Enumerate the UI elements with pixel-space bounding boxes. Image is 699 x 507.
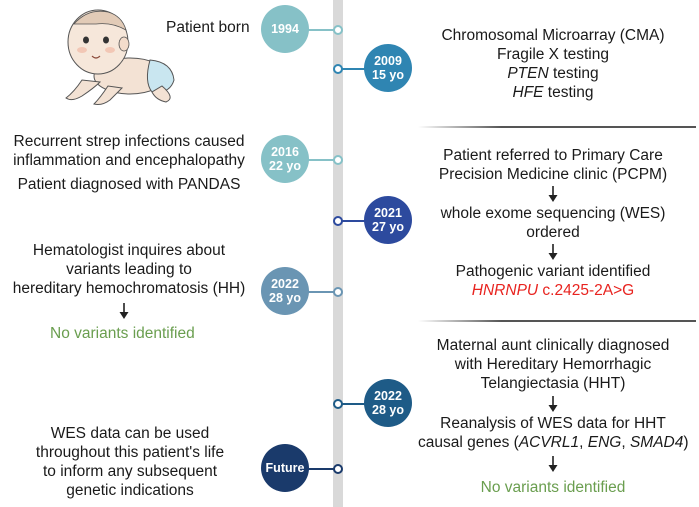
badge-year: 2016 — [271, 145, 299, 159]
badge-year: 1994 — [271, 22, 299, 36]
event-line: Patient born — [166, 19, 250, 36]
event-2022-right-text: Maternal aunt clinically diagnosed with … — [418, 336, 688, 393]
arrow-down-icon — [548, 244, 558, 260]
event-line: Pathogenic variant identified — [455, 263, 651, 280]
event-line: HFE testing — [512, 84, 594, 101]
badge-year: Future — [265, 461, 305, 475]
event-2016-text: Recurrent strep infections caused inflam… — [0, 132, 258, 194]
badge-year: 2022 — [374, 389, 402, 403]
gene-name: ENG — [587, 434, 622, 451]
connector-2009 — [338, 68, 368, 70]
event-line: Precision Medicine clinic (PCPM) — [438, 166, 668, 183]
connector-future — [300, 468, 338, 470]
variant-line: HNRNPU c.2425-2A>G — [418, 281, 688, 300]
event-1994-text: Patient born — [166, 18, 250, 37]
year-badge-2022-left: 2022 28 yo — [261, 267, 309, 315]
timeline-node-2016 — [333, 155, 343, 165]
arrow-down-icon — [119, 303, 129, 319]
genes-prefix: causal genes ( — [418, 434, 519, 451]
event-line: with Hereditary Hemorrhagic — [454, 356, 652, 373]
badge-age: 28 yo — [269, 291, 301, 305]
section-divider — [418, 320, 696, 322]
gene-name: PTEN — [507, 65, 549, 82]
timeline-node-2021 — [333, 216, 343, 226]
event-line: throughout this patient's life — [35, 444, 225, 461]
event-2022-right-result: No variants identified — [418, 478, 688, 497]
result-text: No variants identified — [50, 325, 195, 342]
year-badge-2009: 2009 15 yo — [364, 44, 412, 92]
year-badge-future: Future — [261, 444, 309, 492]
arrow-down-icon — [548, 456, 558, 472]
connector-2016 — [300, 159, 338, 161]
badge-year: 2021 — [374, 206, 402, 220]
event-2022-left-text: Hematologist inquires about variants lea… — [2, 241, 256, 298]
timeline-node-future — [333, 464, 343, 474]
gene-name: ACVRL1 — [518, 434, 580, 451]
arrow-down-icon — [548, 186, 558, 202]
badge-age: 28 yo — [372, 403, 404, 417]
event-line: to inform any subsequent — [42, 463, 218, 480]
badge-year: 2022 — [271, 277, 299, 291]
timeline-node-1994 — [333, 25, 343, 35]
gene-name: SMAD4 — [629, 434, 684, 451]
event-line: Chromosomal Microarray (CMA) — [441, 27, 665, 44]
event-line: variants leading to — [66, 261, 192, 278]
event-line: Maternal aunt clinically diagnosed — [436, 337, 670, 354]
timeline-axis — [333, 0, 343, 507]
event-2022-left-result: No variants identified — [50, 324, 195, 343]
event-line: genetic indications — [66, 482, 194, 499]
event-line: hereditary hemochromatosis (HH) — [12, 280, 246, 297]
event-2021-wes: whole exome sequencing (WES) ordered — [418, 204, 688, 242]
event-line: causal genes (ACVRL1, ENG, SMAD4) — [418, 434, 689, 451]
result-text: No variants identified — [480, 479, 626, 496]
connector-2022-right — [338, 403, 368, 405]
event-2022-right-reanalysis: Reanalysis of WES data for HHT causal ge… — [418, 414, 689, 452]
event-line: PTEN testing — [507, 65, 599, 82]
gene-name: HFE — [512, 84, 544, 101]
baby-illustration — [65, 9, 175, 105]
event-line: Telangiectasia (HHT) — [480, 375, 626, 392]
section-divider — [418, 126, 696, 128]
connector-2022-left — [300, 291, 338, 293]
variant-gene: HNRNPU — [471, 282, 539, 299]
event-line: ordered — [526, 224, 580, 241]
badge-year: 2009 — [374, 54, 402, 68]
connector-2021 — [338, 220, 368, 222]
event-line: Reanalysis of WES data for HHT — [440, 415, 666, 432]
connector-1994 — [300, 29, 338, 31]
badge-age: 22 yo — [269, 159, 301, 173]
event-2009-text: Chromosomal Microarray (CMA) Fragile X t… — [418, 26, 688, 102]
event-future-text: WES data can be used throughout this pat… — [4, 424, 256, 500]
year-badge-2016: 2016 22 yo — [261, 135, 309, 183]
event-line: inflammation and encephalopathy — [13, 152, 245, 169]
year-badge-1994: 1994 — [261, 5, 309, 53]
badge-age: 27 yo — [372, 220, 404, 234]
variant-change: c.2425-2A>G — [542, 282, 635, 299]
event-line: Recurrent strep infections caused — [13, 133, 245, 150]
timeline-node-2022-left — [333, 287, 343, 297]
event-line: WES data can be used — [50, 425, 210, 442]
event-line: whole exome sequencing (WES) — [440, 205, 666, 222]
event-2021-result: Pathogenic variant identified HNRNPU c.2… — [418, 262, 688, 300]
event-line: Hematologist inquires about — [32, 242, 226, 259]
event-line: Fragile X testing — [497, 46, 609, 63]
year-badge-2022-right: 2022 28 yo — [364, 379, 412, 427]
event-2021-text: Patient referred to Primary Care Precisi… — [418, 146, 688, 184]
year-badge-2021: 2021 27 yo — [364, 196, 412, 244]
timeline-node-2022-right — [333, 399, 343, 409]
event-line: Patient diagnosed with PANDAS — [17, 176, 241, 193]
badge-age: 15 yo — [372, 68, 404, 82]
timeline-node-2009 — [333, 64, 343, 74]
arrow-down-icon — [548, 396, 558, 412]
event-line: Patient referred to Primary Care — [443, 147, 663, 164]
genes-suffix: ) — [683, 434, 689, 451]
